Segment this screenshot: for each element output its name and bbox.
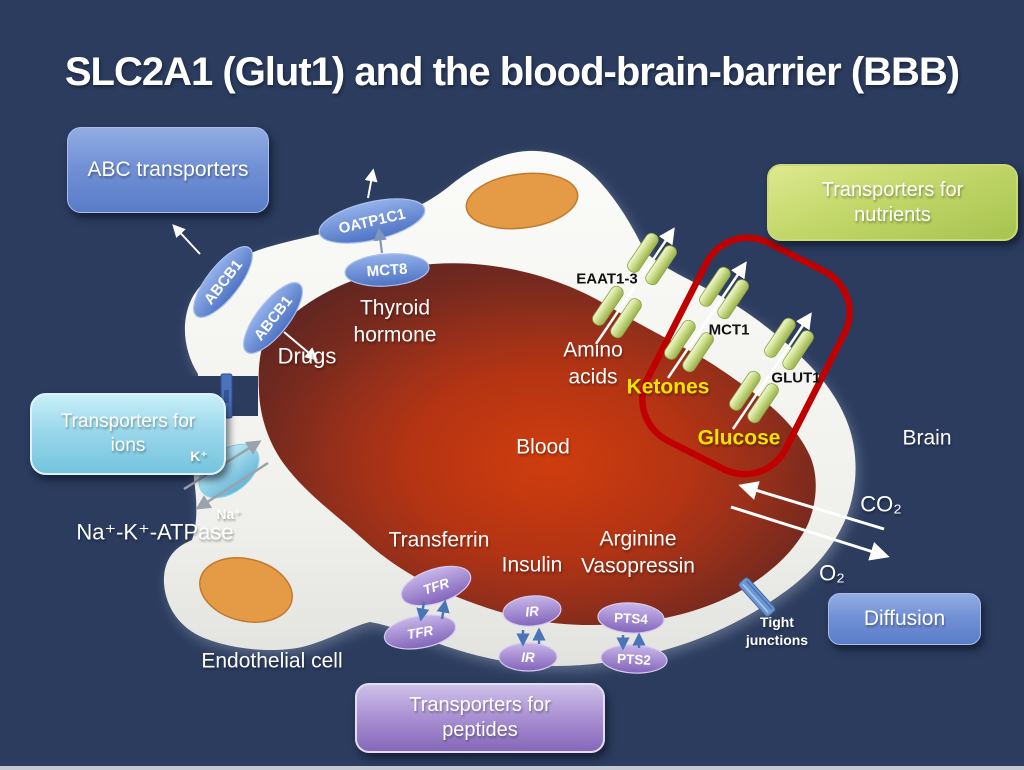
label-co2: CO₂ bbox=[860, 491, 902, 517]
label-brain: Brain bbox=[902, 426, 952, 450]
label-o2: O₂ bbox=[819, 560, 845, 586]
label-tight-junctions: Tight junctions bbox=[745, 613, 809, 648]
oatp1c1-ellipse: OATP1C1 bbox=[318, 198, 426, 244]
mct1-channel bbox=[664, 266, 749, 373]
glut1-arrow bbox=[731, 312, 812, 430]
tfr-receptor: TFR bbox=[400, 565, 472, 607]
pts2-label: PTS2 bbox=[617, 651, 652, 668]
nucleus bbox=[465, 172, 579, 230]
ir-label: IR bbox=[525, 603, 540, 619]
mct8-label: MCT8 bbox=[366, 261, 408, 281]
o2-arrow bbox=[730, 505, 890, 561]
oatp1c1-export-arrow bbox=[364, 168, 378, 199]
label-k-ion: K⁺ bbox=[190, 447, 208, 464]
abcb1-export-arrow bbox=[172, 224, 201, 255]
tfr-down-arrow bbox=[416, 601, 430, 622]
eaat-channel bbox=[592, 232, 677, 339]
page-title: SLC2A1 (Glut1) and the blood-brain-barri… bbox=[64, 50, 960, 94]
ir-label: IR bbox=[521, 650, 535, 665]
label-blood: Blood bbox=[516, 435, 570, 459]
mct1-arrow bbox=[666, 261, 747, 379]
label-na-k-atpase: Na⁺-K⁺-ATPase bbox=[76, 519, 234, 545]
label-thyroid-hormone: Thyroid hormone bbox=[353, 296, 437, 347]
mct8-to-oatp-arrow bbox=[373, 227, 387, 254]
nucleus bbox=[199, 557, 293, 623]
abcb1-ellipse: ABCB1 bbox=[243, 282, 303, 354]
label-eaat1-3: EAAT1-3 bbox=[576, 270, 638, 288]
tfr-label: TFR bbox=[406, 623, 435, 642]
co2-arrow bbox=[738, 481, 885, 531]
nutrient-transporters-highlight bbox=[639, 234, 853, 478]
slide-edge bbox=[0, 766, 1024, 770]
label-drugs: Drugs bbox=[277, 343, 337, 369]
tight-junction-bar bbox=[738, 577, 776, 617]
ir-receptor: IR bbox=[498, 642, 558, 672]
nutrient-transporters-box: Transporters for nutrients bbox=[767, 164, 1018, 241]
label-na-ion: Na⁺ bbox=[216, 505, 242, 522]
abc-transporters-box: ABC transporters bbox=[67, 127, 269, 213]
glut1-channel bbox=[729, 317, 814, 424]
tfr-up-arrow bbox=[436, 599, 450, 620]
label-transferrin: Transferrin bbox=[388, 528, 490, 552]
label-arginine-vasopressin: Arginine Vasopressin bbox=[580, 527, 695, 578]
label-amino-acids: Amino acids bbox=[563, 338, 623, 389]
abcb1-drugs-arrow bbox=[283, 331, 318, 361]
pts2-receptor: PTS2 bbox=[600, 644, 668, 674]
label-glut1: GLUT1 bbox=[771, 369, 821, 387]
diffusion-box: Diffusion bbox=[828, 593, 981, 645]
label-ketones: Ketones bbox=[626, 375, 710, 399]
pts4-label: PTS4 bbox=[614, 610, 649, 627]
label-glucose: Glucose bbox=[697, 426, 781, 450]
label-mct1: MCT1 bbox=[708, 321, 750, 339]
peptide-transporters-box: Transporters for peptides bbox=[355, 683, 605, 753]
label-endothelial-cell: Endothelial cell bbox=[201, 649, 343, 673]
ir-receptor: IR bbox=[502, 595, 562, 627]
na-ion-arrow bbox=[195, 461, 269, 510]
eaat-arrow bbox=[594, 227, 675, 345]
label-insulin: Insulin bbox=[501, 553, 563, 577]
ion-transporters-box: Transporters for ions bbox=[30, 393, 226, 475]
mct8-ellipse: MCT8 bbox=[344, 253, 430, 287]
pts4-receptor: PTS4 bbox=[597, 602, 665, 634]
